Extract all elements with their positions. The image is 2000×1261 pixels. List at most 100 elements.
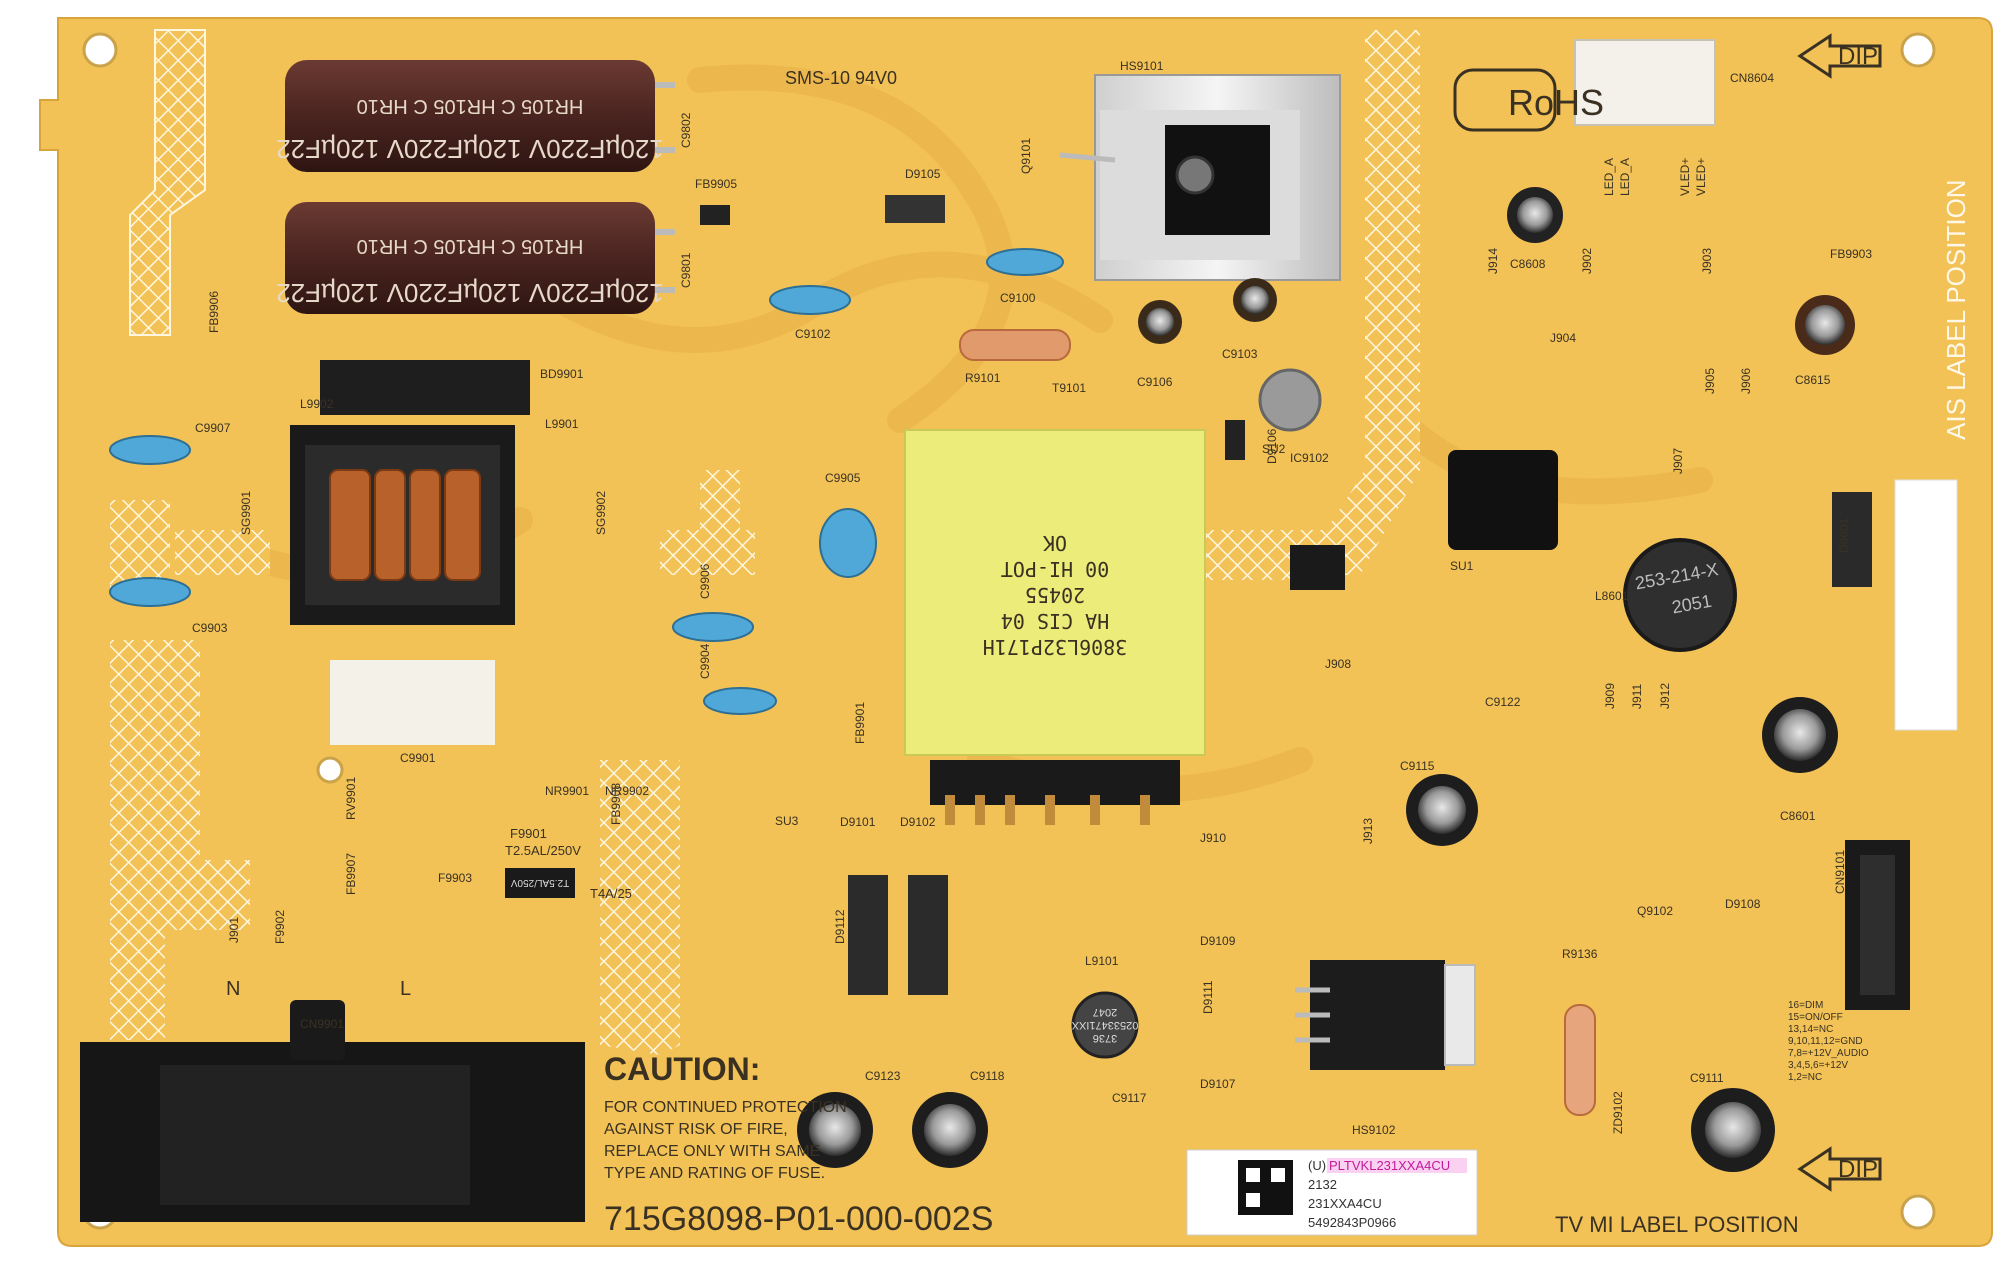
designator: NR9902 bbox=[605, 784, 649, 798]
legend-line-7: 1,2=NC bbox=[1788, 1072, 1822, 1083]
designator: C9115 bbox=[1400, 759, 1435, 773]
mosfet-hs9102 bbox=[1295, 960, 1476, 1070]
bulk-capacitor-c9802: HR105 C HR105 C HR10 120µF220V 120µF220V… bbox=[276, 60, 675, 172]
designator: C9100 bbox=[1000, 291, 1036, 305]
connector-cn8604 bbox=[1574, 39, 1716, 126]
resistor-r9101 bbox=[959, 329, 1071, 361]
designator: J914 bbox=[1486, 248, 1500, 274]
designator: D9107 bbox=[1200, 1077, 1236, 1091]
transformer-line-1: 3806L32P171H bbox=[983, 635, 1128, 659]
designator: D9102 bbox=[900, 815, 936, 829]
legend-line-5: 7,8=+12V_AUDIO bbox=[1788, 1048, 1869, 1059]
transformer-line-5: OK bbox=[1043, 531, 1067, 555]
designator: D9111 bbox=[1201, 980, 1215, 1014]
designator: C9102 bbox=[795, 327, 831, 341]
capacitor-rating: 120µF220V 120µF220V 120µF22 bbox=[276, 134, 664, 164]
fuse-print: T2.5AL/250V bbox=[510, 877, 569, 888]
designator: J904 bbox=[1550, 331, 1576, 345]
designator: C9118 bbox=[970, 1069, 1005, 1083]
transformer-line-3: 20455 bbox=[1025, 583, 1085, 607]
designator: J909 bbox=[1603, 683, 1617, 709]
designator: C9802 bbox=[679, 112, 693, 148]
board-part-number: 715G8098-P01-000-002S bbox=[604, 1200, 993, 1238]
label-line-4: 5492843P0966 bbox=[1308, 1215, 1396, 1230]
small-inductor-print-2: 02533471IXX bbox=[1071, 1019, 1138, 1031]
designator: HS9101 bbox=[1120, 59, 1164, 73]
label-line-1-prefix: (U) bbox=[1308, 1158, 1326, 1173]
designator: LED_A bbox=[1618, 158, 1632, 196]
designator: C9907 bbox=[195, 421, 231, 435]
fuse-f9903 bbox=[505, 868, 575, 898]
designator: IC9102 bbox=[1290, 451, 1329, 465]
designator: FB9903 bbox=[1830, 247, 1872, 261]
mains-neutral-label: N bbox=[226, 978, 240, 1000]
designator: FB9905 bbox=[695, 177, 737, 191]
small-inductor-print-3: 2047 bbox=[1093, 1006, 1117, 1018]
transformer-line-4: 00 HI-POT bbox=[1001, 557, 1109, 581]
designator: D9105 bbox=[905, 167, 941, 181]
designator: C9905 bbox=[825, 471, 861, 485]
designator: L9901 bbox=[545, 417, 579, 431]
mains-connector-cn9901 bbox=[80, 1000, 585, 1222]
designator: F9902 bbox=[273, 910, 287, 944]
designator: C9103 bbox=[1222, 347, 1258, 361]
designator: L8601 bbox=[1595, 589, 1629, 603]
designator: C9123 bbox=[865, 1069, 901, 1083]
designator: RV9901 bbox=[344, 777, 358, 820]
legend-line-6: 3,4,5,6=+12V bbox=[1788, 1060, 1848, 1071]
isolation-zones bbox=[110, 29, 1420, 1055]
transformer-t9101: 3806L32P171H HA CIS 04 20455 00 HI-POT O… bbox=[904, 429, 1206, 825]
su1-module bbox=[1448, 450, 1558, 550]
y-capacitors bbox=[109, 248, 1064, 715]
small-inductor-print-1: 3736 bbox=[1093, 1032, 1117, 1044]
legend-line-1: 16=DIM bbox=[1788, 1000, 1823, 1011]
designator: J908 bbox=[1325, 657, 1351, 671]
caution-title: CAUTION: bbox=[604, 1051, 760, 1087]
common-mode-choke-l9902 bbox=[290, 360, 530, 745]
designator: J910 bbox=[1200, 831, 1226, 845]
ais-label-position: AIS LABEL POSITION bbox=[1941, 179, 1971, 440]
designator: FB9907 bbox=[344, 853, 358, 895]
caution-line-4: TYPE AND RATING OF FUSE. bbox=[604, 1165, 825, 1182]
designator: SU3 bbox=[775, 814, 799, 828]
caution-line-1: FOR CONTINUED PROTECTION bbox=[604, 1099, 847, 1116]
capacitor-rating: 120µF220V 120µF220V 120µF22 bbox=[276, 278, 664, 308]
designator: R9101 bbox=[965, 371, 1001, 385]
safety-mark: SMS-10 94V0 bbox=[785, 68, 897, 88]
label-line-1-highlight: PLTVKL231XXA4CU bbox=[1329, 1158, 1450, 1173]
designator: Q9102 bbox=[1637, 904, 1673, 918]
designator: HS9102 bbox=[1352, 1123, 1396, 1137]
designator: VLED+ bbox=[1694, 158, 1708, 196]
designator: C9903 bbox=[192, 621, 228, 635]
fuse-rating-2: T4A/25 bbox=[590, 886, 632, 901]
designator: J912 bbox=[1658, 683, 1672, 709]
legend-line-4: 9,10,11,12=GND bbox=[1788, 1036, 1863, 1047]
designator: C8608 bbox=[1510, 257, 1546, 271]
designator: BD9901 bbox=[540, 367, 584, 381]
designator: C9904 bbox=[698, 643, 712, 679]
designator: D8601 bbox=[1837, 517, 1851, 553]
transformer-line-2: HA CIS 04 bbox=[1001, 609, 1109, 633]
designators: C9802 C9801 FB9905 D9105 Q9101 HS9101 C9… bbox=[192, 59, 1872, 1137]
designator: J902 bbox=[1580, 248, 1594, 274]
designator: CN8604 bbox=[1730, 71, 1774, 85]
electrolytic-caps bbox=[797, 187, 1855, 1172]
fuse-ref: F9901 bbox=[510, 826, 547, 841]
designator: Q9101 bbox=[1019, 138, 1033, 174]
designator: C8601 bbox=[1780, 809, 1816, 823]
connector-cn9101 bbox=[1845, 840, 1910, 1010]
designator: L9101 bbox=[1085, 954, 1119, 968]
designator: C9901 bbox=[400, 751, 436, 765]
designator: J901 bbox=[227, 917, 241, 943]
designator: C9117 bbox=[1112, 1091, 1147, 1105]
designator: FB9906 bbox=[207, 291, 221, 333]
designator: J906 bbox=[1739, 368, 1753, 394]
designator: SG9902 bbox=[594, 491, 608, 535]
label-line-2: 2132 bbox=[1308, 1177, 1337, 1192]
designator: C9906 bbox=[698, 563, 712, 599]
tv-mi-label-position: TV MI LABEL POSITION bbox=[1555, 1212, 1799, 1237]
fuse-rating: T2.5AL/250V bbox=[505, 843, 581, 858]
ic9102 bbox=[1290, 545, 1345, 590]
label-line-3: 231XXA4CU bbox=[1308, 1196, 1382, 1211]
